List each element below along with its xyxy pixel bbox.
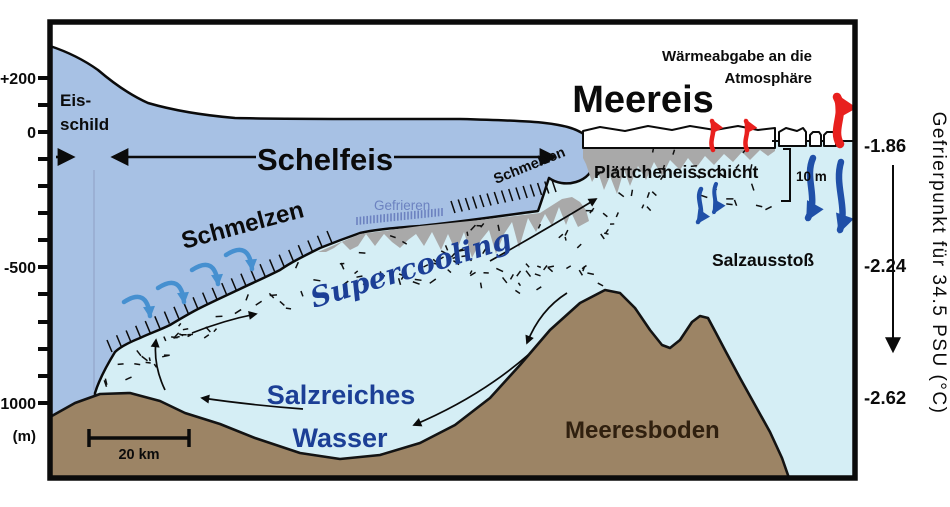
label-scale-bar: 20 km <box>118 447 159 463</box>
circulation-arrow-along-seafloor <box>412 354 529 427</box>
circulation-arrow-platelet-plume <box>489 198 598 262</box>
meltwater-plume-arrow-icon <box>155 280 189 305</box>
ice-platelet-dashes <box>103 146 772 388</box>
right-axis-title: Gefrierpunkt für 34.5 PSU (°C) <box>928 112 949 415</box>
platelet-layer-under-sea-ice <box>583 146 775 194</box>
ice-sheet-and-shelf-region <box>48 44 596 480</box>
heat-release-arrow-icon <box>743 118 758 153</box>
label-seafloor: Meeresboden <box>565 417 720 444</box>
label-salt-release: Salzausstoß <box>712 250 814 270</box>
meltwater-plume-arrow-icon <box>223 247 257 272</box>
heat-release-arrow-icon <box>709 118 724 153</box>
left-axis-unit: (m) <box>13 428 36 445</box>
circulation-arrow-downslope <box>525 292 568 345</box>
label-sea-ice: Meereis <box>572 79 714 121</box>
platelet-accumulation-under-shelf <box>318 197 589 258</box>
sea-ice-band <box>582 125 776 149</box>
salt-outflow-arrow-icon <box>804 154 824 222</box>
depth-bracket <box>781 148 791 202</box>
ice-floe-large <box>778 127 807 147</box>
salt-outflow-arrows <box>695 154 854 234</box>
heat-release-arrow-icon <box>832 92 857 149</box>
meltwater-plume-arrow-icon <box>189 262 223 287</box>
label-platelet-ice-layer: Plättcheneisschicht <box>594 162 759 182</box>
circulation-arrow-trough <box>200 394 304 410</box>
left-axis-label-m1000: -1000 <box>0 396 36 413</box>
label-ice-shelf: Schelfeis <box>257 142 393 177</box>
meltwater-plume-arrow-icon <box>121 294 155 319</box>
left-axis-label-m500: -500 <box>4 260 36 277</box>
water-circulation-arrows <box>150 198 598 427</box>
scale-bar <box>87 429 191 447</box>
salt-outflow-arrow-icon <box>695 186 711 225</box>
left-axis-label-200: +200 <box>0 71 36 88</box>
meltwater-plume-arrows <box>121 247 257 319</box>
label-depth-bracket: 10 m <box>796 169 827 184</box>
melt-freeze-hatching <box>106 179 557 353</box>
ice-floe-small-1 <box>809 131 822 147</box>
label-heat-release-line1: Wärmeabgabe an die <box>662 48 812 65</box>
circulation-arrow-midslope <box>191 310 258 334</box>
label-salty-water-line1: Salzreiches <box>267 380 416 410</box>
right-axis-label-262: -2.62 <box>864 387 906 408</box>
right-axis-label-186: -1.86 <box>864 135 906 156</box>
seafloor-region <box>48 288 791 480</box>
label-ice-sheet-line2: schild <box>60 115 109 134</box>
circulation-arrow-rising <box>150 338 166 391</box>
left-axis-label-0: 0 <box>27 125 36 142</box>
label-ice-sheet-line1: Eis- <box>60 91 91 110</box>
salt-outflow-arrow-icon <box>712 182 726 215</box>
heat-release-arrows <box>709 92 857 153</box>
label-salty-water-line2: Wasser <box>292 423 388 453</box>
label-freezing: Gefrieren <box>374 198 430 213</box>
right-axis-label-224: -2.24 <box>864 255 907 276</box>
diagram-frame <box>47 19 858 481</box>
salt-outflow-arrow-icon <box>835 158 854 234</box>
label-heat-release-line2: Atmosphäre <box>724 70 812 87</box>
